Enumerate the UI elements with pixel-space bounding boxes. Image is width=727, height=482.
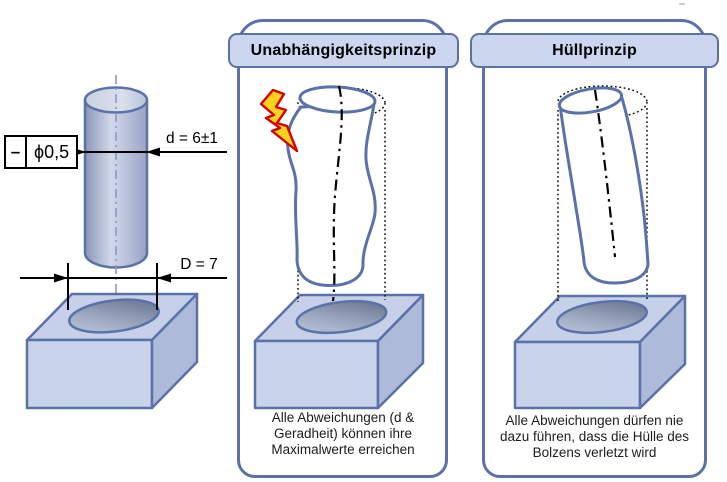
dimension-d — [70, 147, 227, 157]
header-title: Hüllprinzip — [552, 41, 637, 59]
caption-line: Alle Abweichungen (d & — [271, 410, 415, 425]
block-front-face — [25, 338, 154, 410]
header-title: Unabhängigkeitsprinzip — [250, 41, 437, 59]
hole-dimension-label: D = 7 — [180, 256, 218, 273]
cylinder-top-ellipse — [83, 86, 149, 114]
arrowhead-right-icon — [54, 273, 68, 283]
arrowhead-left-icon — [157, 273, 171, 283]
block-top-face — [25, 292, 199, 342]
header-envelope-principle: Hüllprinzip — [470, 33, 719, 68]
caption-envelope: Alle Abweichungen dürfen nie dazu führen… — [481, 413, 708, 462]
arrowhead-left-icon — [146, 147, 160, 157]
straightness-symbol-icon: – — [6, 137, 27, 167]
caption-independence: Alle Abweichungen (d & Geradheit) können… — [239, 410, 447, 459]
caption-line: Bolzens verletzt wird — [532, 445, 657, 461]
caption-line: Alle Abweichungen dürfen nie — [505, 413, 684, 428]
feature-control-frame: – ϕ0,5 — [4, 135, 79, 169]
cylinder-body — [83, 98, 149, 269]
panel-envelope-principle — [482, 19, 707, 478]
caption-line: Geradheit) können ihre — [273, 426, 413, 442]
left-bolt-cylinder — [83, 75, 149, 296]
left-workpiece-block — [25, 292, 199, 410]
diameter-dimension-label: d = 6±1 — [165, 130, 219, 147]
caption-line: dazu führen, dass die Hülle des — [499, 429, 690, 445]
tolerance-value: ϕ0,5 — [34, 141, 70, 162]
hole-ellipse — [68, 298, 160, 334]
stray-mark — [679, 3, 685, 5]
header-independence-principle: Unabhängigkeitsprinzip — [228, 33, 459, 68]
caption-line: Maximalwerte erreichen — [271, 442, 415, 458]
block-right-face — [150, 292, 199, 410]
